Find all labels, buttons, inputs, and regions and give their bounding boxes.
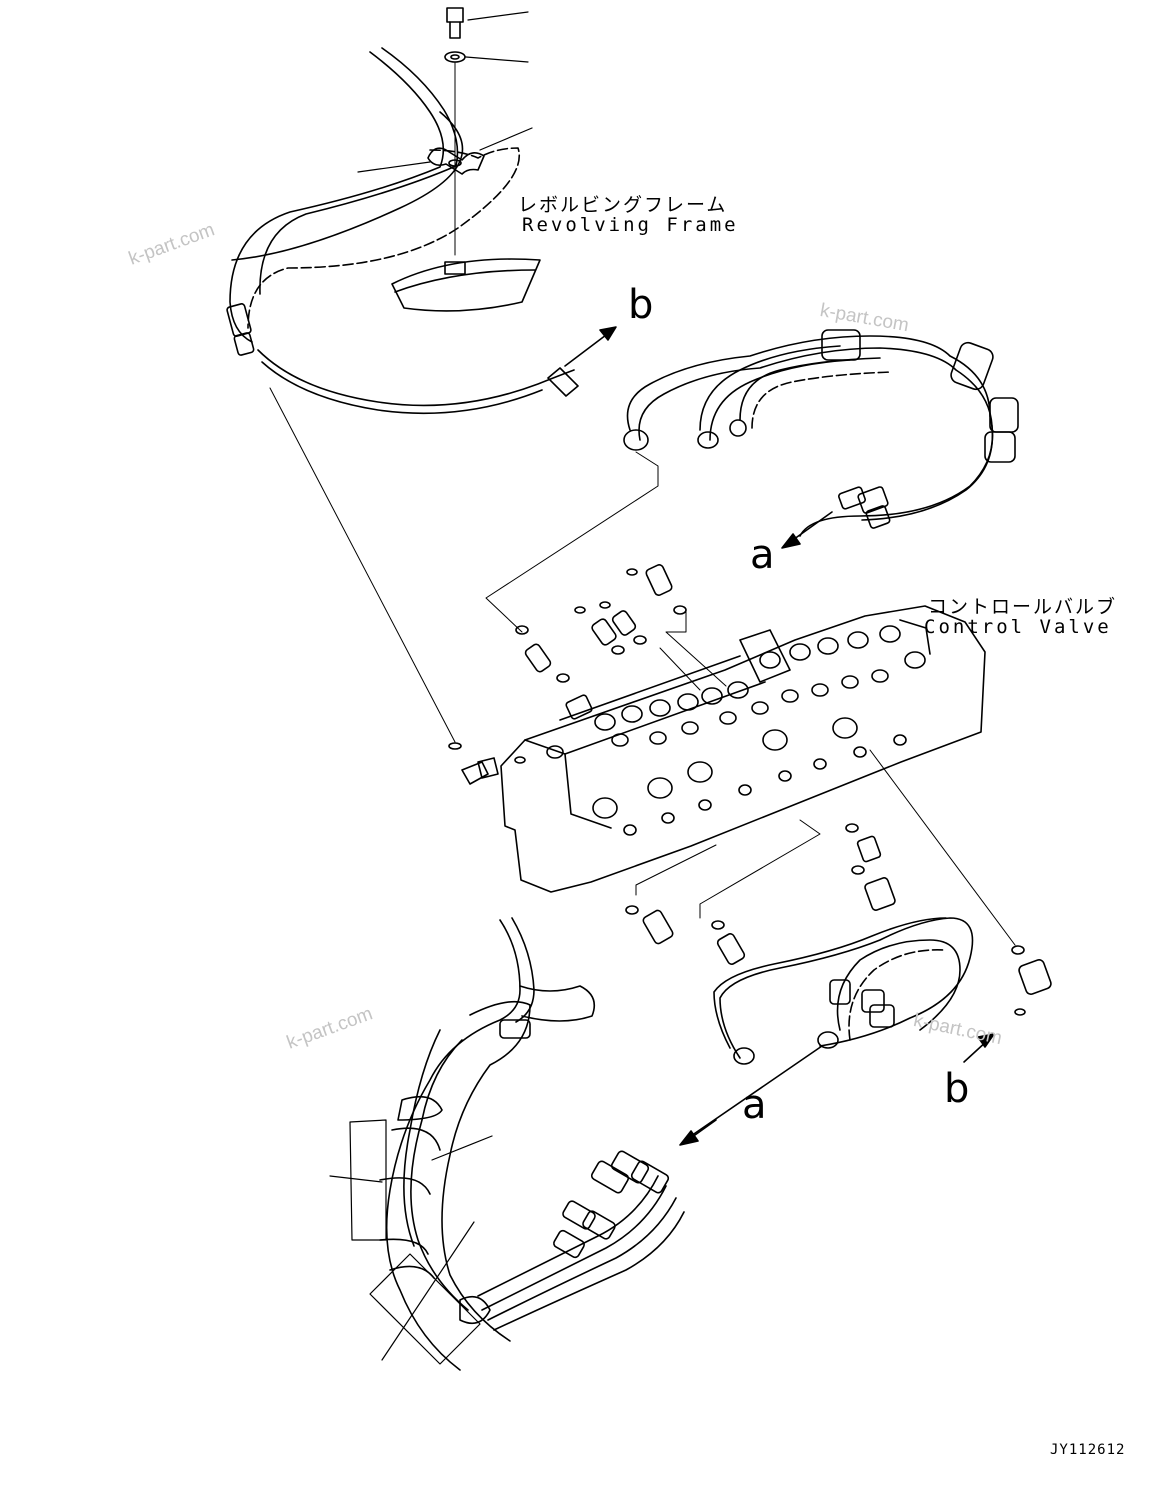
valve-fittings [461,564,1052,1016]
control-valve-label-jp: コントロールバルブ [928,596,1118,618]
arrow-to-b-bottom [963,1033,995,1063]
leader-lines-top [357,11,533,173]
revolving-frame-label-jp: レボルビングフレーム [518,194,728,216]
reference-letter-a-top: a [750,532,775,578]
reference-letter-b-bottom: b [944,1066,970,1112]
revolving-frame-bracket [391,258,541,312]
hose-bundle-lower-right [713,917,974,1065]
drawing-code: JY112612 [1050,1442,1126,1458]
valve-ports [546,625,926,836]
hose-bundle-upper-right [623,329,1019,537]
hose-lower-left [379,917,685,1371]
leader-lines-bottom [329,1119,493,1365]
arrow-to-a-top [781,511,833,549]
bolt-assembly [444,7,466,256]
reference-letter-b-top: b [628,282,654,328]
arrow-to-a-bottom [679,1045,823,1146]
arrow-to-b-top [564,326,617,367]
leader-lines-valve [635,647,1016,946]
control-valve-block [500,605,986,893]
leader-lines-mid [485,451,727,687]
hose-to-b [226,47,579,750]
control-valve-label-en: Control Valve [924,616,1112,638]
hose-clamp-top [427,147,485,175]
reference-letter-a-bottom: a [742,1082,767,1128]
revolving-frame-label-en: Revolving Frame [522,214,739,236]
